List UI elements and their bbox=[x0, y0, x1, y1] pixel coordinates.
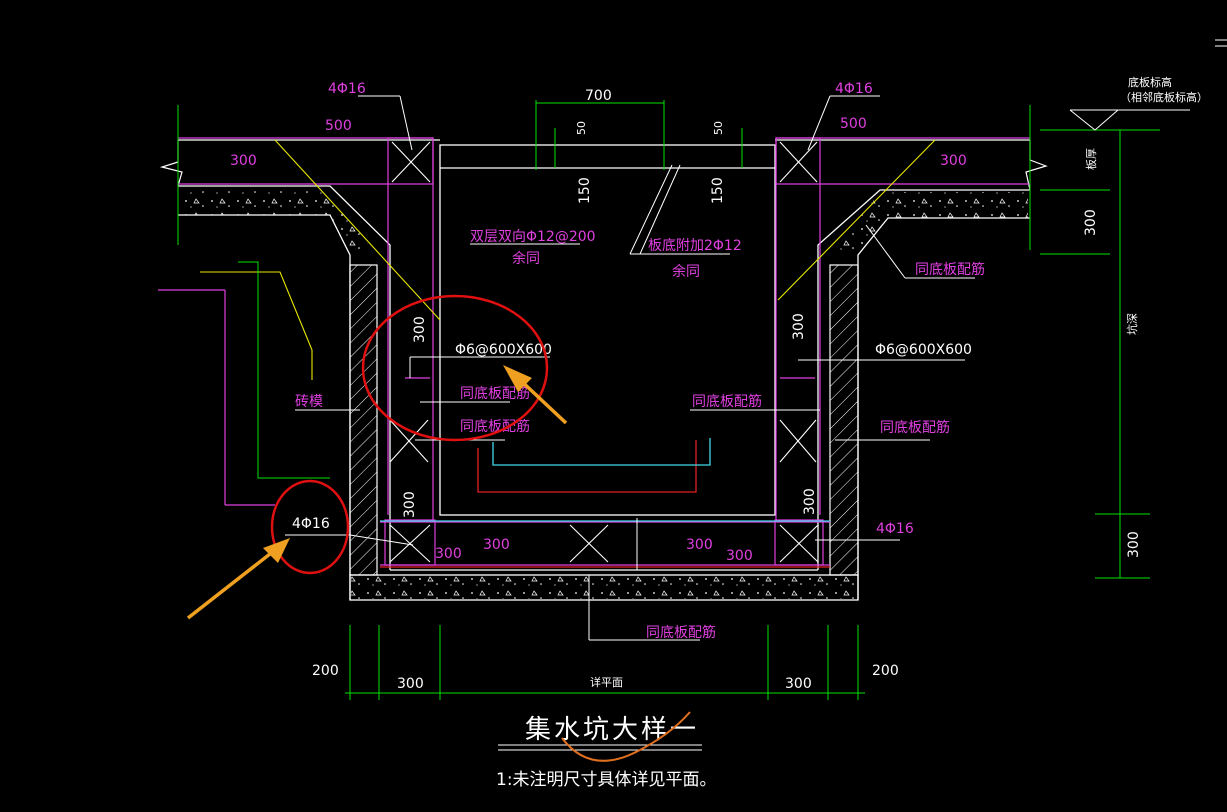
label-mesh-right: Φ6@600X600 bbox=[875, 342, 972, 358]
label-right-500: 500 bbox=[840, 116, 867, 132]
label-pit-depth: 坑深 bbox=[1125, 313, 1139, 335]
label-top-width: 700 bbox=[585, 88, 612, 104]
label-bottom-elev-sub: （相邻底板标高） bbox=[1120, 90, 1208, 104]
label-rebar-top-right: 4Φ16 bbox=[835, 81, 873, 97]
label-left-150: 150 bbox=[577, 177, 593, 204]
label-right-150: 150 bbox=[710, 177, 726, 204]
label-left-500: 500 bbox=[325, 118, 352, 134]
label-dim-200-left: 200 bbox=[312, 663, 339, 679]
label-brick-wall: 砖模 bbox=[295, 394, 323, 410]
label-same-bottom-2: 同底板配筋 bbox=[460, 418, 530, 435]
label-left-300: 300 bbox=[230, 153, 257, 169]
label-right-300: 300 bbox=[940, 153, 967, 169]
label-double-layer: 双层双向Φ12@200 bbox=[470, 229, 596, 245]
label-rebar-top-left: 4Φ16 bbox=[328, 81, 366, 97]
brick-wall-right-hatch bbox=[829, 264, 859, 576]
arrow-icon-mesh bbox=[503, 365, 568, 425]
label-rebar-bottom-right: 4Φ16 bbox=[876, 521, 914, 537]
label-same-bottom-center: 同底板配筋 bbox=[646, 624, 716, 641]
green-leaders bbox=[177, 100, 1160, 700]
label-bot-v300-left: 300 bbox=[402, 491, 418, 518]
rebar-x-marks bbox=[389, 141, 819, 563]
label-same-bottom-3: 同底板配筋 bbox=[692, 393, 762, 410]
label-wall-300-right: 300 bbox=[791, 313, 807, 340]
label-top-left-thick: 50 bbox=[575, 121, 588, 135]
label-top-right-thick: 50 bbox=[712, 121, 725, 135]
label-extra-rebar: 板底附加2Φ12 bbox=[648, 238, 742, 254]
label-same-bottom-1: 同底板配筋 bbox=[460, 385, 530, 402]
label-dim-300-right: 300 bbox=[785, 676, 812, 692]
label-bot-v300-right: 300 bbox=[802, 488, 818, 515]
yellow-lines bbox=[200, 139, 936, 380]
brick-wall-left-hatch bbox=[349, 264, 378, 576]
label-mesh-left: Φ6@600X600 bbox=[455, 342, 552, 358]
cushion-concrete-left bbox=[180, 190, 372, 255]
label-bot-300-a: 300 bbox=[435, 546, 462, 562]
label-double-layer-sub: 余同 bbox=[512, 250, 540, 267]
break-lines bbox=[159, 140, 1048, 191]
arrow-icon-rebar bbox=[186, 538, 290, 620]
bottom-rebar bbox=[380, 438, 830, 568]
label-bot-300-b: 300 bbox=[483, 537, 510, 553]
rebar-lines bbox=[158, 137, 1030, 566]
cushion-concrete-bottom bbox=[351, 576, 857, 599]
label-rebar-bottom-left: 4Φ16 bbox=[292, 516, 330, 532]
label-bot-300-d: 300 bbox=[726, 548, 753, 564]
highlight-circle-mesh bbox=[361, 294, 549, 442]
highlight-circle-rebar bbox=[270, 479, 350, 575]
drawing-title: 集水坑大样一 bbox=[525, 715, 699, 745]
label-dim-200-right: 200 bbox=[872, 663, 899, 679]
label-dim-plan: 详平面 bbox=[590, 675, 623, 689]
label-dim-300-left: 300 bbox=[397, 676, 424, 692]
cushion-concrete-right bbox=[835, 192, 1028, 255]
label-right-vertical-bottom-300: 300 bbox=[1126, 531, 1142, 558]
label-same-bottom-right-top: 同底板配筋 bbox=[915, 261, 985, 278]
drawing-note: 1:未注明尺寸具体详见平面。 bbox=[496, 770, 717, 790]
label-slab-thickness: 板厚 bbox=[1084, 148, 1098, 170]
label-right-vertical-300: 300 bbox=[1083, 209, 1099, 236]
label-bottom-elev: 底板标高 bbox=[1128, 75, 1172, 89]
label-wall-300-left: 300 bbox=[412, 316, 428, 343]
label-same-bottom-4: 同底板配筋 bbox=[880, 419, 950, 436]
white-leaders bbox=[285, 39, 1227, 751]
label-extra-rebar-sub: 余同 bbox=[672, 263, 700, 280]
label-bot-300-c: 300 bbox=[686, 537, 713, 553]
freehand-check-mark bbox=[561, 711, 691, 762]
